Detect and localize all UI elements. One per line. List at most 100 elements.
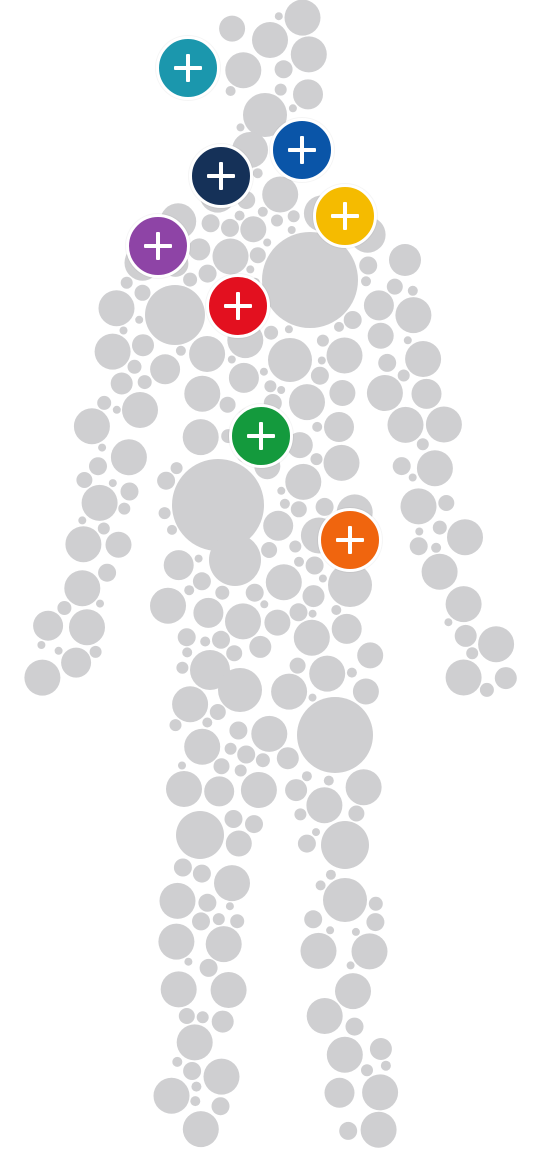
figure-dot (172, 459, 264, 551)
figure-dot (214, 865, 250, 901)
figure-dot (285, 464, 321, 500)
figure-dot (250, 247, 266, 263)
figure-dot (366, 913, 384, 931)
hotspot-blue-button[interactable] (270, 118, 334, 182)
figure-dot (455, 625, 477, 647)
figure-dot (197, 1011, 209, 1023)
figure-dot (466, 647, 478, 659)
figure-dot (405, 341, 441, 377)
figure-dot (339, 1122, 357, 1140)
figure-dot (294, 808, 306, 820)
hotspot-red-button[interactable] (206, 274, 270, 338)
figure-dot (98, 564, 116, 582)
figure-dot (348, 806, 364, 822)
figure-dot (446, 586, 482, 622)
figure-dot (160, 883, 196, 919)
figure-dot (260, 368, 268, 376)
figure-dot (291, 36, 327, 72)
figure-dot (235, 765, 247, 777)
figure-dot (213, 239, 249, 275)
figure-dot (212, 631, 230, 649)
figure-dot (159, 507, 171, 519)
figure-dot (422, 554, 458, 590)
figure-dot (195, 555, 203, 563)
figure-dot (364, 290, 394, 320)
figure-dot (225, 743, 237, 755)
hotspot-teal-button[interactable] (156, 36, 220, 100)
figure-dot (202, 718, 212, 728)
figure-dot (128, 360, 142, 374)
figure-dot (170, 719, 182, 731)
plus-icon (246, 421, 276, 451)
figure-dot (55, 647, 63, 655)
figure-dot (176, 346, 186, 356)
hotspot-green-button[interactable] (229, 404, 293, 468)
plus-icon (143, 231, 173, 261)
figure-dot (312, 828, 320, 836)
figure-dot (395, 297, 431, 333)
figure-dot (178, 762, 186, 770)
figure-dot (389, 244, 421, 276)
figure-dot (329, 380, 355, 406)
figure-dot (245, 815, 263, 833)
figure-dot (226, 645, 242, 661)
figure-dot (235, 211, 245, 221)
figure-dot (184, 585, 194, 595)
hotspot-orange-button[interactable] (318, 508, 382, 572)
figure-dot (264, 610, 290, 636)
figure-dot (294, 620, 330, 656)
figure-dot (135, 316, 143, 324)
figure-dot (393, 457, 411, 475)
plus-icon (173, 53, 203, 83)
figure-dot (289, 104, 297, 112)
figure-dot (311, 367, 329, 385)
figure-dot (191, 1082, 201, 1092)
figure-dot (277, 487, 285, 495)
figure-dot (478, 626, 514, 662)
figure-dot (280, 499, 290, 509)
figure-dot (184, 958, 192, 966)
hotspot-purple-button[interactable] (126, 214, 190, 278)
figure-dot (179, 1008, 195, 1024)
figure-dot (362, 1074, 398, 1110)
figure-dot (309, 610, 317, 618)
figure-dot (118, 503, 130, 515)
figure-dot (361, 1064, 373, 1076)
figure-dot (57, 601, 71, 615)
figure-dot (204, 1059, 240, 1095)
figure-dot (221, 219, 239, 237)
figure-dot (121, 277, 133, 289)
figure-dot (183, 1062, 201, 1080)
figure-dot (302, 771, 312, 781)
figure-dot (263, 511, 293, 541)
figure-dot (184, 376, 220, 412)
figure-dot (157, 472, 175, 490)
figure-dot (145, 285, 205, 345)
figure-dot (264, 326, 278, 340)
figure-dot (24, 660, 60, 696)
figure-dot (367, 375, 403, 411)
figure-dot (172, 1057, 182, 1067)
figure-dot (111, 439, 147, 475)
plus-icon (335, 525, 365, 555)
figure-dot (316, 880, 326, 890)
figure-dot (132, 334, 154, 356)
figure-dot (327, 338, 363, 374)
figure-dot (193, 865, 211, 883)
figure-dot (172, 686, 208, 722)
figure-dot (277, 386, 285, 394)
figure-dot (176, 811, 224, 859)
figure-dot (252, 22, 288, 58)
figure-dot (246, 584, 264, 602)
figure-dot (226, 902, 234, 910)
figure-dot (318, 357, 326, 365)
hotspot-yellow-button[interactable] (313, 184, 377, 248)
figure-dot (324, 412, 354, 442)
hotspot-navy-button[interactable] (189, 144, 253, 208)
plus-icon (206, 161, 236, 191)
figure-dot (275, 60, 293, 78)
figure-dot (415, 528, 423, 536)
figure-dot (368, 323, 394, 349)
figure-dot (319, 575, 327, 583)
figure-dot (289, 541, 301, 553)
